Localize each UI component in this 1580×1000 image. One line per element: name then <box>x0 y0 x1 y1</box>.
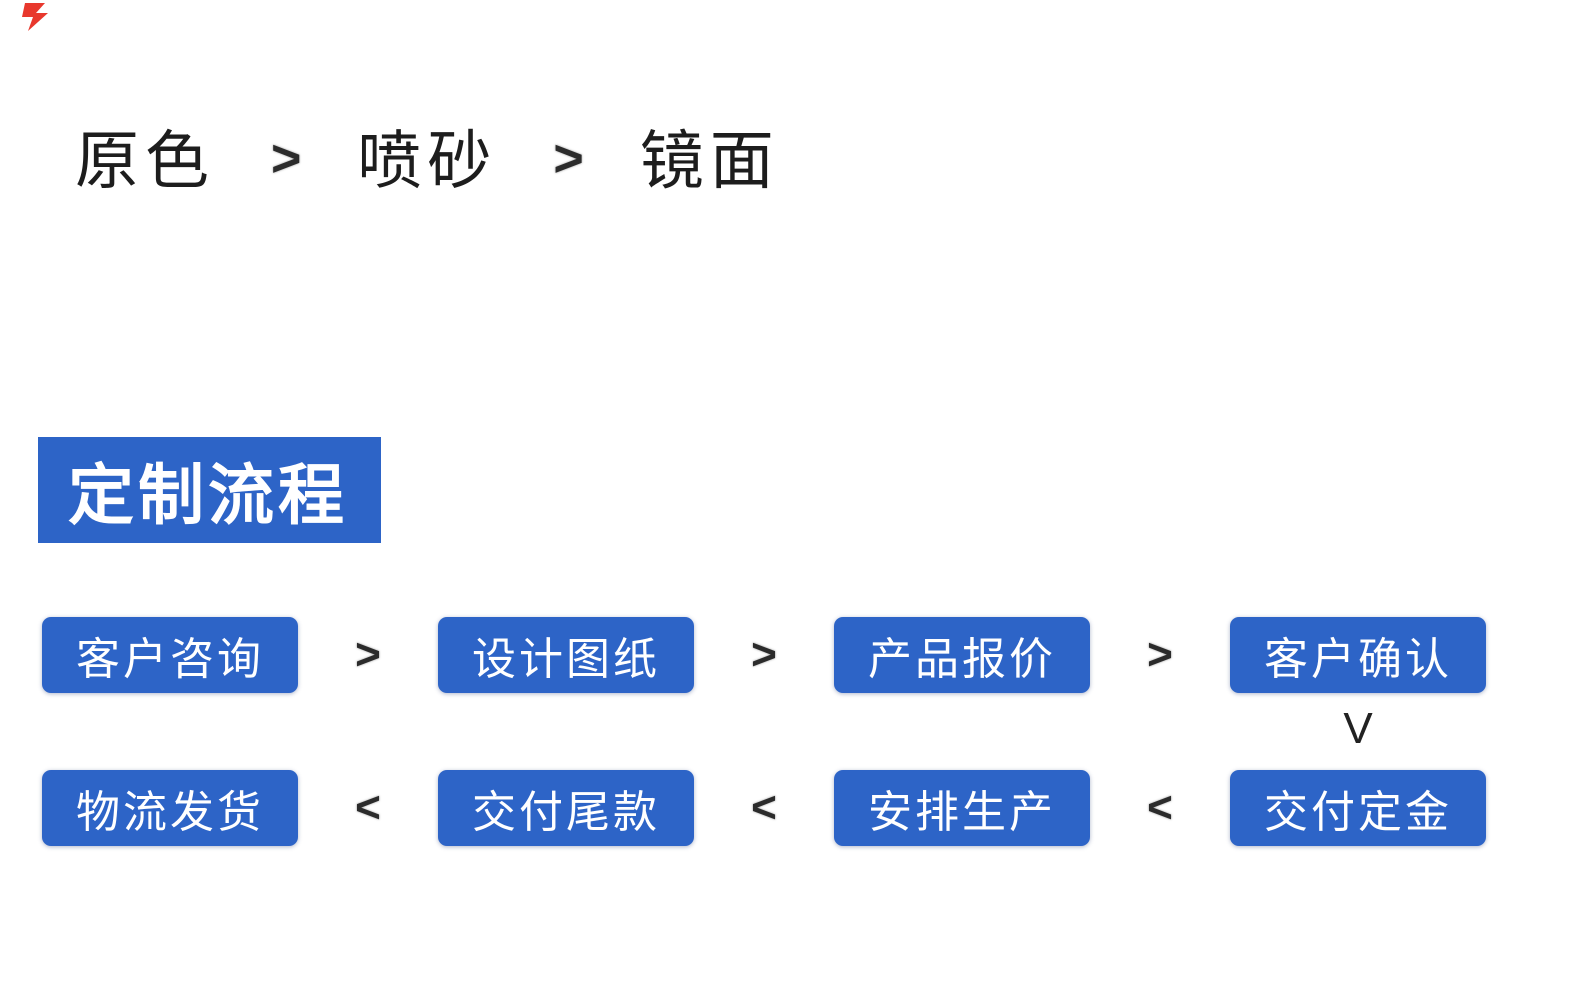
finish-option-original: 原色 <box>75 125 215 197</box>
arrow-left-separator: < <box>751 783 777 832</box>
red-corner-mark-icon <box>22 3 48 31</box>
flow-step-product-quote: 产品报价 <box>834 617 1090 693</box>
arrow-left-separator: < <box>355 783 381 832</box>
arrow-left-separator: < <box>1147 783 1173 832</box>
finish-option-mirror: 镜面 <box>639 125 780 197</box>
section-header-custom-process: 定制流程 <box>38 437 381 543</box>
finish-options-row: 原色 > 喷砂 > 镜面 <box>75 125 780 197</box>
flow-step-arrange-production: 安排生产 <box>834 770 1090 846</box>
arrow-right-separator: > <box>355 630 381 679</box>
flow-step-design-drawing: 设计图纸 <box>438 617 694 693</box>
flow-step-pay-balance: 交付尾款 <box>438 770 694 846</box>
flow-step-customer-confirm: 客户确认 <box>1230 617 1486 693</box>
process-flow-diagram: 客户咨询 > 设计图纸 > 产品报价 > 客户确认 V 物流发货 < 交付尾款 … <box>42 617 1486 846</box>
arrow-right-separator: > <box>751 630 777 679</box>
flow-row-2: 物流发货 < 交付尾款 < 安排生产 < 交付定金 <box>42 770 1486 846</box>
finish-option-sandblast: 喷砂 <box>357 125 498 197</box>
section-header-label: 定制流程 <box>68 458 348 532</box>
arrow-right-separator: > <box>1147 630 1173 679</box>
greater-than-separator: > <box>271 130 302 189</box>
greater-than-separator: > <box>553 130 584 189</box>
flow-step-pay-deposit: 交付定金 <box>1230 770 1486 846</box>
flow-row-1: 客户咨询 > 设计图纸 > 产品报价 > 客户确认 <box>42 617 1486 693</box>
arrow-down-connector: V <box>1343 704 1373 753</box>
flow-step-logistics-shipping: 物流发货 <box>42 770 298 846</box>
flow-step-customer-inquiry: 客户咨询 <box>42 617 298 693</box>
